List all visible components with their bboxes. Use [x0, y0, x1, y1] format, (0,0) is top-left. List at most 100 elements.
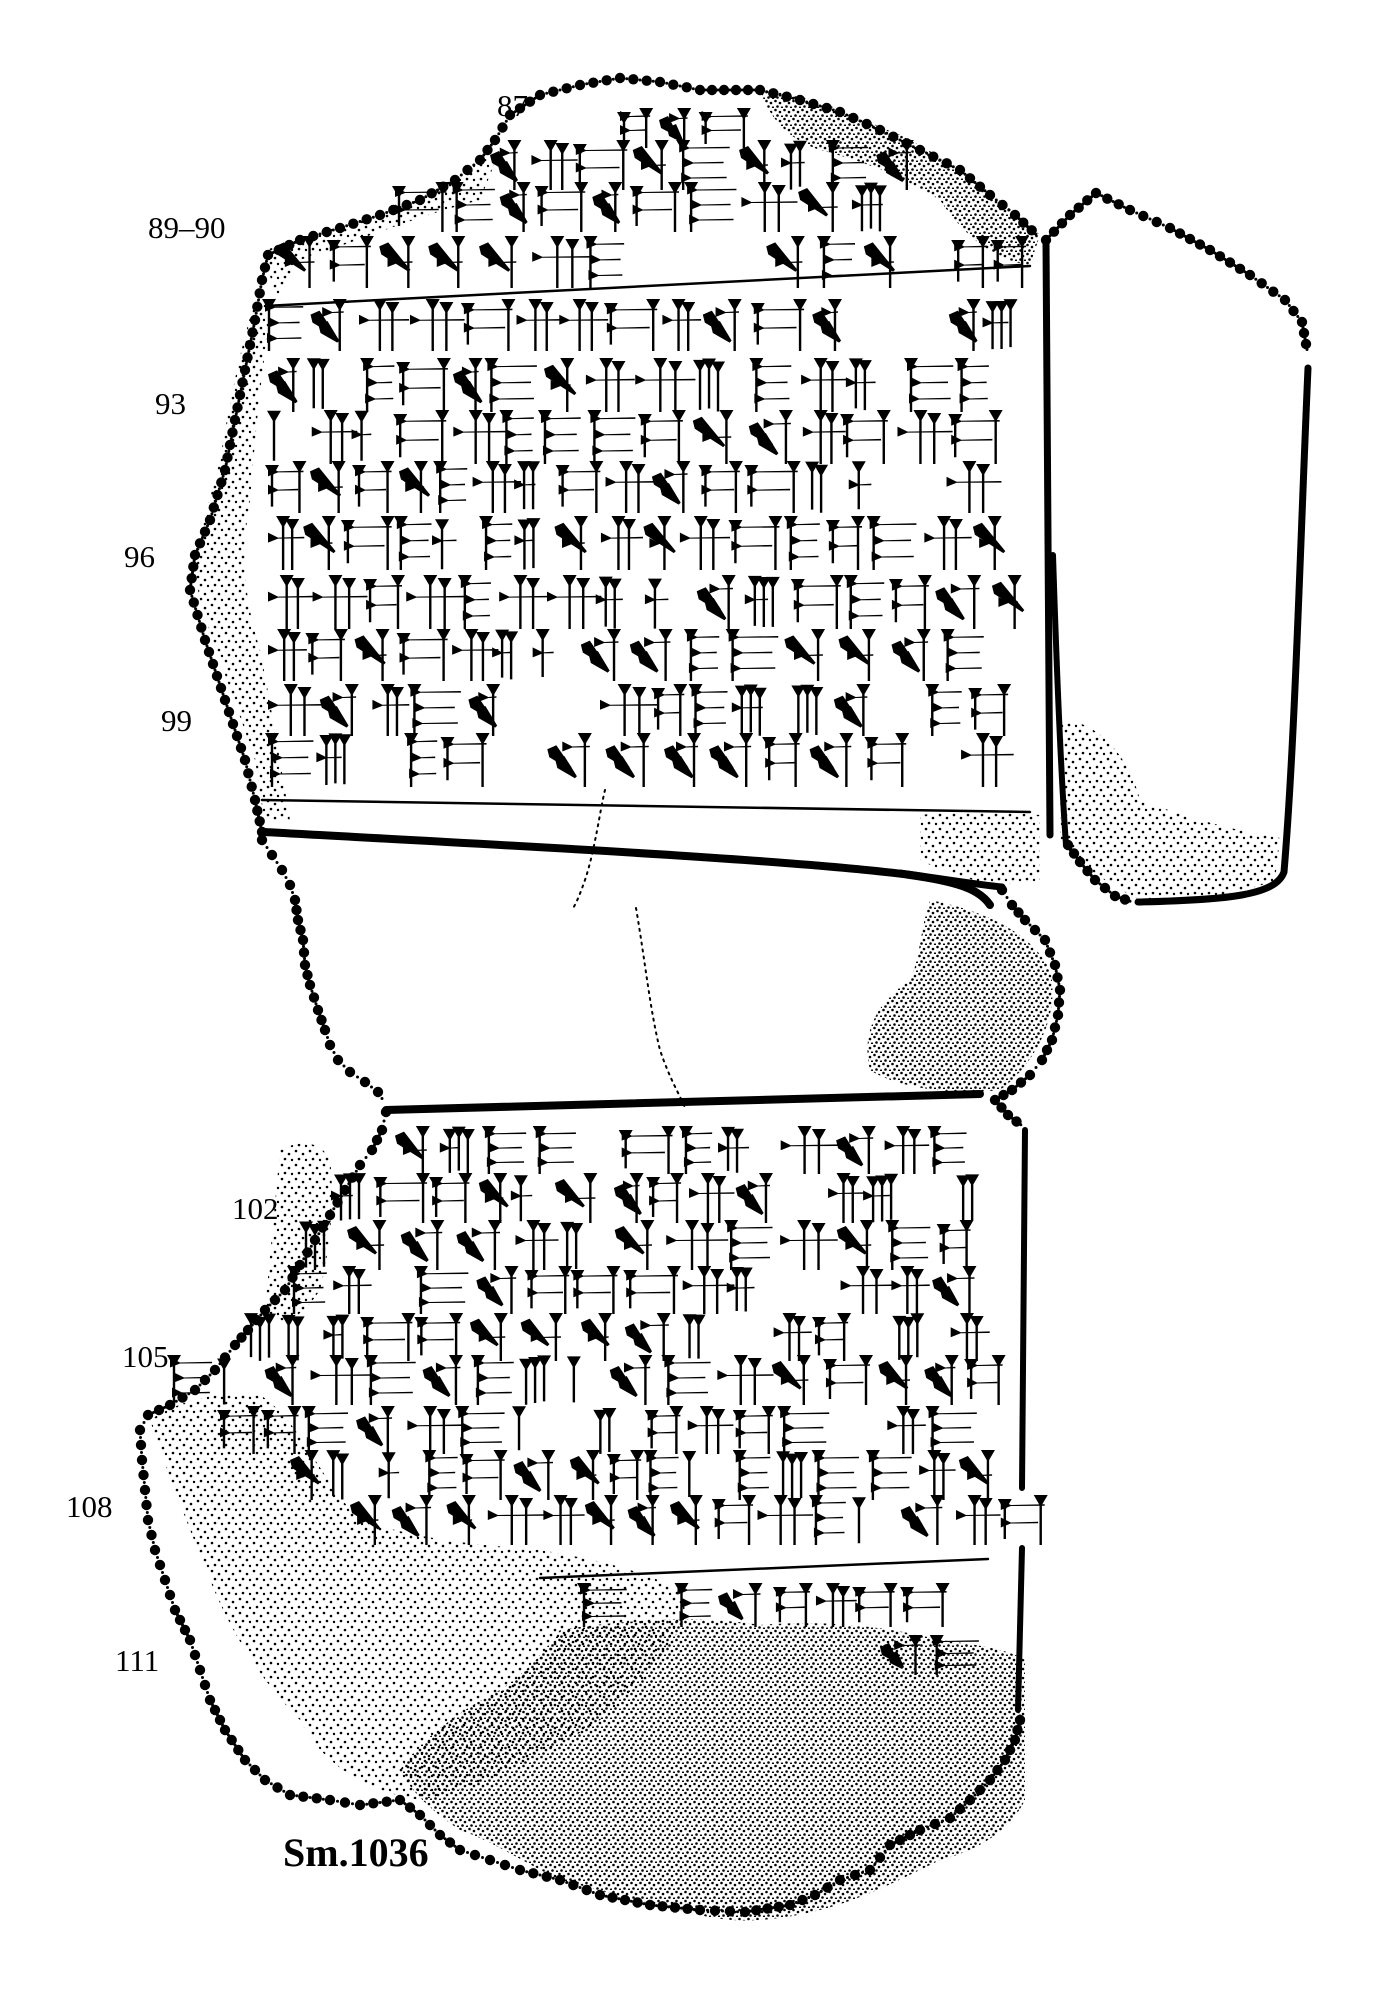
edge-dot [614, 72, 626, 84]
cuneiform-sign [396, 629, 451, 681]
cuneiform-sign [554, 1173, 598, 1223]
edge-dot-small [629, 1899, 633, 1903]
edge-dot-small [265, 846, 269, 849]
edge-dot [1018, 217, 1029, 228]
edge-dot [706, 84, 718, 96]
cuneiform-sign [312, 575, 368, 629]
edge-dot-small [1148, 217, 1152, 221]
cuneiform-sign [429, 1173, 473, 1223]
cuneiform-sign [851, 1497, 866, 1544]
edge-dot [254, 288, 265, 299]
edge-dot-small [728, 88, 732, 92]
edge-dot-small [511, 1866, 514, 1869]
cuneiform-sign [531, 140, 578, 190]
edge-dot-small [706, 1908, 709, 1912]
edge-dot [136, 1454, 148, 1466]
edge-dot [999, 1754, 1011, 1766]
cuneiform-sign [897, 410, 953, 464]
cuneiform-sign [600, 516, 643, 570]
cuneiform-sign [559, 299, 609, 351]
edge-dot [223, 706, 235, 718]
edge-dot-small [678, 84, 682, 88]
edge-dot [694, 84, 706, 96]
cuneiform-sign [848, 461, 872, 510]
edge-dot [1074, 856, 1086, 868]
cuneiform-sign [888, 575, 932, 629]
cuneiform-sign [887, 1406, 926, 1454]
edge-dot-small [171, 1601, 174, 1604]
edge-dot [1012, 1724, 1023, 1736]
edge-dot [884, 1839, 896, 1851]
ruling-line-2 [260, 798, 1032, 814]
cuneiform-sign [772, 1583, 813, 1627]
cuneiform-sign [439, 1126, 475, 1173]
cuneiform-sign [679, 516, 731, 570]
edge-dot-small [585, 82, 589, 86]
edge-dot-small [938, 158, 942, 162]
edge-dot-small [1057, 1007, 1060, 1011]
edge-dot-small [423, 1818, 427, 1822]
edge-dot [179, 1624, 191, 1636]
cuneiform-sign [892, 1313, 925, 1361]
cuneiform-sign [840, 1266, 895, 1314]
edge-dot-small [391, 1799, 395, 1803]
edge-dot [319, 1024, 331, 1036]
edge-dot-small [651, 79, 655, 83]
edge-dot-small [983, 189, 987, 193]
line-number-89-90: 89–90 [148, 210, 226, 245]
edge-dot [773, 1901, 784, 1913]
edge-dot [194, 538, 206, 549]
cuneiform-sign [836, 1220, 874, 1270]
cuneiform-sign [863, 236, 898, 288]
edge-dot-small [926, 1825, 929, 1829]
cuneiform-sign [268, 575, 313, 629]
cuneiform-sign [543, 1495, 585, 1545]
edge-dot [1214, 251, 1226, 262]
edge-dot [302, 969, 313, 981]
edge-dot [797, 1894, 808, 1906]
edge-dot [339, 1797, 351, 1808]
edge-dot-small [973, 1793, 977, 1797]
edge-dot [324, 1209, 336, 1221]
edge-dot-small [791, 96, 795, 100]
edge-dot [312, 1004, 324, 1016]
cuneiform-sign [499, 182, 531, 232]
edge-dot-small [845, 113, 849, 117]
edge-dot [252, 301, 263, 312]
cuneiform-sign [732, 1450, 771, 1500]
edge-dot [1073, 202, 1084, 213]
edge-dot-small [356, 1075, 359, 1079]
cuneiform-sign [852, 1583, 898, 1627]
edge-dot [694, 1904, 706, 1916]
cuneiform-sign [351, 410, 372, 461]
edge-dot [548, 86, 559, 97]
edge-dot-small [642, 1902, 646, 1906]
edge-dot-small [951, 165, 955, 169]
edge-dot-small [209, 656, 213, 660]
cuneiform-sign [510, 1175, 533, 1222]
edge-dot [229, 414, 241, 426]
edge-dot [208, 502, 219, 513]
edge-dot [499, 1859, 511, 1871]
edge-dot-small [692, 1907, 696, 1911]
edge-dot [227, 427, 238, 438]
cuneiform-sign [584, 1495, 619, 1545]
edge-dot [964, 173, 976, 184]
edge-dot [469, 1849, 481, 1861]
edge-dot-small [496, 1861, 499, 1864]
edge-dot [809, 1889, 821, 1901]
edge-dot [153, 1404, 165, 1416]
edge-dot [742, 84, 754, 96]
edge-dot-small [424, 195, 428, 199]
cuneiform-sign [843, 575, 885, 629]
edge-dot-small [1100, 194, 1104, 198]
edge-dot [1082, 865, 1093, 877]
tablet-label: Sm.1036 [283, 1830, 429, 1875]
cuneiform-sign [811, 1450, 859, 1500]
edge-dot-small [241, 752, 245, 756]
edge-dot-small [983, 1783, 987, 1787]
cuneiform-sign [676, 140, 730, 190]
edge-dot-small [229, 716, 233, 720]
edge-dot-small [140, 1451, 143, 1454]
edge-dot-small [558, 88, 562, 92]
